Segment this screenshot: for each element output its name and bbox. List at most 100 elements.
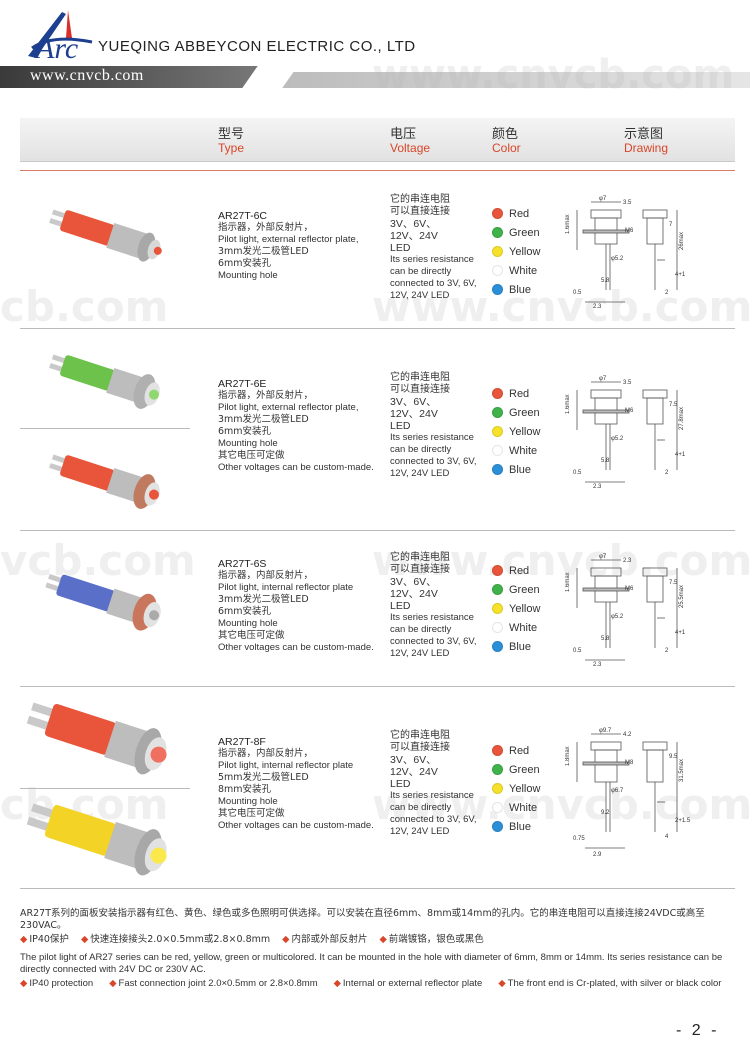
color-dot — [492, 246, 503, 257]
dimension-label: 1.6max — [565, 214, 571, 234]
dimension-label: 7.5 — [669, 580, 678, 586]
dimension-label: 2.3 — [593, 662, 602, 668]
logo-text: Arc — [34, 32, 78, 64]
row-subdivider — [20, 788, 190, 789]
watermark: cb.com — [0, 282, 169, 331]
product-image-ar27t-8f-red — [26, 702, 167, 775]
dimension-label: 9.5 — [669, 754, 678, 760]
dimension-label: 2 — [665, 470, 669, 476]
color-option-yellow: Yellow — [492, 779, 540, 798]
company-logo: Arc — [28, 10, 93, 64]
model-number: AR27T-6S — [218, 558, 267, 570]
model-number: AR27T-6E — [218, 378, 267, 390]
dimension-label: 7 — [669, 222, 673, 228]
dimension-label: φ9.7 — [599, 728, 612, 734]
dimension-label: 4+1 — [675, 452, 686, 458]
dimension-label: φ6.7 — [611, 788, 624, 794]
product-description: AR27T-6S 指示器，内部反射片， Pilot light, interna… — [218, 558, 374, 653]
color-options: Red Green Yellow White Blue — [492, 561, 540, 656]
row-divider — [20, 328, 735, 329]
color-option-green: Green — [492, 223, 540, 242]
dimension-label: 7.5 — [669, 402, 678, 408]
color-dot — [492, 265, 503, 276]
dimension-label: 5.8 — [601, 458, 610, 464]
company-name: YUEQING ABBEYCON ELECTRIC CO., LTD — [98, 38, 416, 55]
color-dot — [492, 284, 503, 295]
model-number: AR27T-6C — [218, 210, 268, 222]
dimension-label: 3.5 — [623, 380, 632, 386]
color-option-yellow: Yellow — [492, 242, 540, 261]
dimension-label: M6 — [625, 228, 634, 234]
dimension-label: M6 — [625, 586, 634, 592]
color-option-blue: Blue — [492, 817, 540, 836]
dimension-label: 0.75 — [573, 836, 585, 842]
dimension-label: 27.8max — [679, 407, 685, 430]
url-bar: www.cnvcb.com — [0, 66, 750, 88]
color-option-yellow: Yellow — [492, 422, 540, 441]
color-option-yellow: Yellow — [492, 599, 540, 618]
dimension-label: 2.3 — [593, 484, 602, 490]
color-option-green: Green — [492, 580, 540, 599]
color-option-blue: Blue — [492, 637, 540, 656]
color-options: Red Green Yellow White Blue — [492, 741, 540, 836]
dimension-label: 4 — [665, 834, 669, 840]
dimension-label: 4+1 — [675, 630, 686, 636]
dimension-label: 5.8 — [601, 278, 610, 284]
dimension-label: 9.2 — [601, 810, 610, 816]
color-option-red: Red — [492, 384, 540, 403]
color-option-white: White — [492, 618, 540, 637]
dimension-label: 1.6max — [565, 394, 571, 414]
product-image-ar27t-6c — [49, 209, 162, 262]
website-url[interactable]: www.cnvcb.com — [30, 67, 144, 84]
color-dot — [492, 227, 503, 238]
dimension-label: 2.3 — [623, 558, 632, 564]
product-description: AR27T-6C 指示器，外部反射片， Pilot light, externa… — [218, 210, 359, 281]
dimension-label: M8 — [625, 760, 634, 766]
dimension-label: 25.5max — [679, 585, 685, 608]
dimension-label: 4.2 — [623, 732, 632, 738]
dimension-label: φ5.2 — [611, 614, 624, 620]
footer-en-paragraph: The pilot light of AR27 series can be re… — [20, 952, 723, 975]
dimension-label: φ5.2 — [611, 256, 624, 262]
model-number: AR27T-8F — [218, 736, 266, 748]
dimension-label: 2 — [665, 648, 669, 654]
footer-notes: AR27T系列的面板安装指示器有红色、黄色、绿色或多色照明可供选择。可以安装在直… — [20, 908, 735, 990]
dimension-label: 1.8max — [565, 746, 571, 766]
dimension-label: 31.5max — [679, 759, 685, 782]
technical-drawing: φ9.74.2M8φ6.731.5max9.52+1.51.8max9.20.7… — [565, 728, 691, 858]
dimension-label: φ7 — [599, 376, 607, 382]
product-image-ar27t-6s — [45, 573, 161, 631]
color-option-green: Green — [492, 403, 540, 422]
row-subdivider — [20, 428, 190, 429]
color-option-red: Red — [492, 741, 540, 760]
dimension-label: 4+1 — [675, 272, 686, 278]
dimension-label: 0.5 — [573, 470, 582, 476]
page-number: - 2 - — [676, 1022, 720, 1039]
dimension-label: M6 — [625, 408, 634, 414]
product-description: AR27T-6E 指示器，外部反射片， Pilot light, externa… — [218, 378, 374, 473]
dimension-label: φ7 — [599, 554, 607, 560]
dimension-label: 26max — [679, 232, 685, 250]
color-option-blue: Blue — [492, 280, 540, 299]
dimension-label: 2.3 — [593, 304, 602, 310]
row-divider — [20, 530, 735, 531]
dimension-label: φ5.2 — [611, 436, 624, 442]
product-image-ar27t-8f-yellow — [26, 803, 167, 876]
color-option-red: Red — [492, 204, 540, 223]
color-option-blue: Blue — [492, 460, 540, 479]
color-dot — [492, 208, 503, 219]
dimension-label: 5.8 — [601, 636, 610, 642]
row-divider — [20, 170, 735, 171]
footer-cn-bullets: IP40保护 快速连接接头2.0×0.5mm或2.8×0.8mm 内部或外部反射… — [20, 934, 735, 946]
